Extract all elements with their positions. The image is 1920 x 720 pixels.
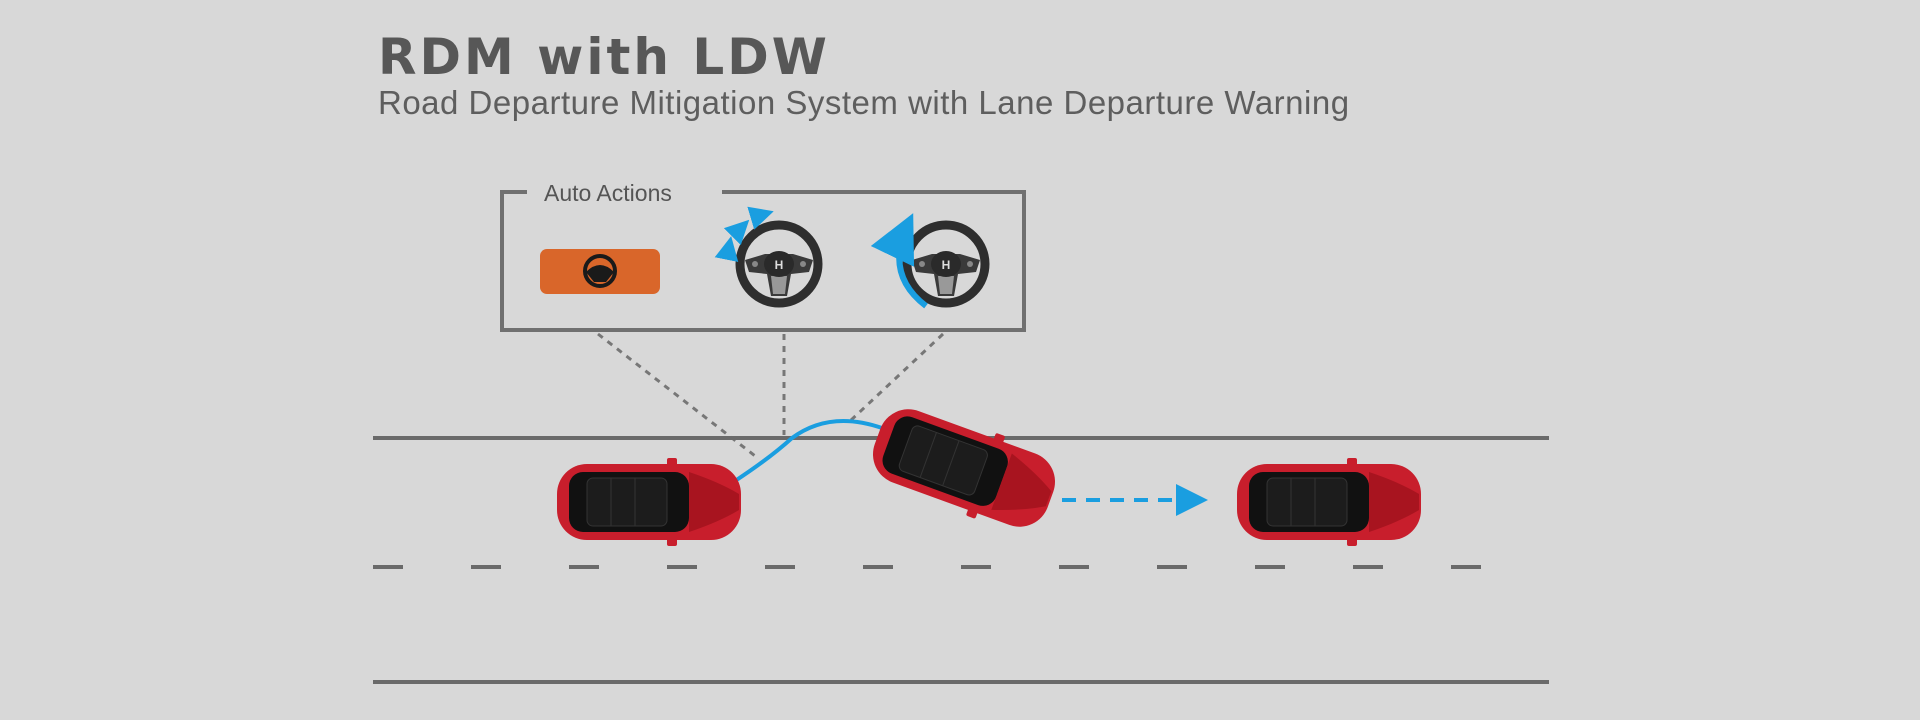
car-departing xyxy=(861,394,1067,542)
car-in-lane xyxy=(556,457,742,547)
page-title: RDM with LDW xyxy=(378,28,830,86)
steering-wheel-assist-icon xyxy=(870,213,985,309)
auto-actions-box xyxy=(500,190,1026,332)
page-subtitle: Road Departure Mitigation System with La… xyxy=(378,84,1350,121)
steering-wheel-vibration-icon xyxy=(714,206,818,303)
auto-actions-label: Auto Actions xyxy=(544,180,672,206)
vehicle-path xyxy=(733,418,883,483)
steering-warning-indicator-icon xyxy=(540,249,660,294)
car-corrected xyxy=(1236,457,1422,547)
